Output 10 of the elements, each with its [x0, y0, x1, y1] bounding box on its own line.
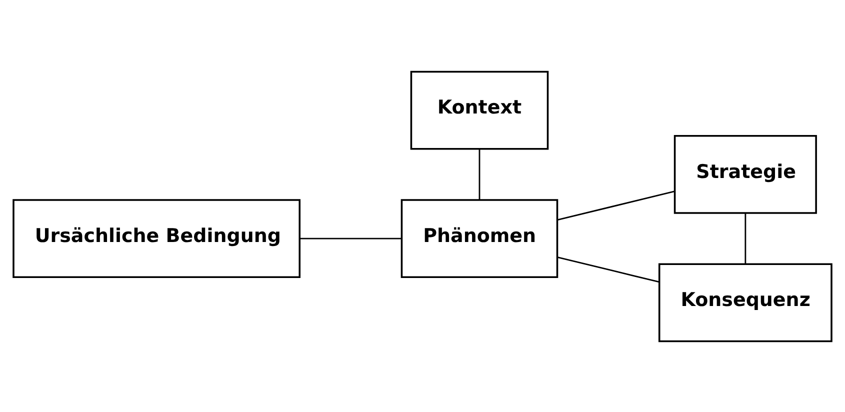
connector	[557, 190, 675, 220]
node-box: Phänomen	[400, 198, 558, 278]
connector	[744, 212, 746, 264]
connector	[300, 237, 402, 239]
connector	[478, 148, 480, 199]
node-box: Strategie	[674, 134, 817, 214]
node-box: Ursächliche Bedingung	[12, 198, 300, 278]
connector	[557, 256, 660, 282]
node-box: Kontext	[410, 70, 549, 150]
node-box: Konsequenz	[658, 262, 832, 342]
